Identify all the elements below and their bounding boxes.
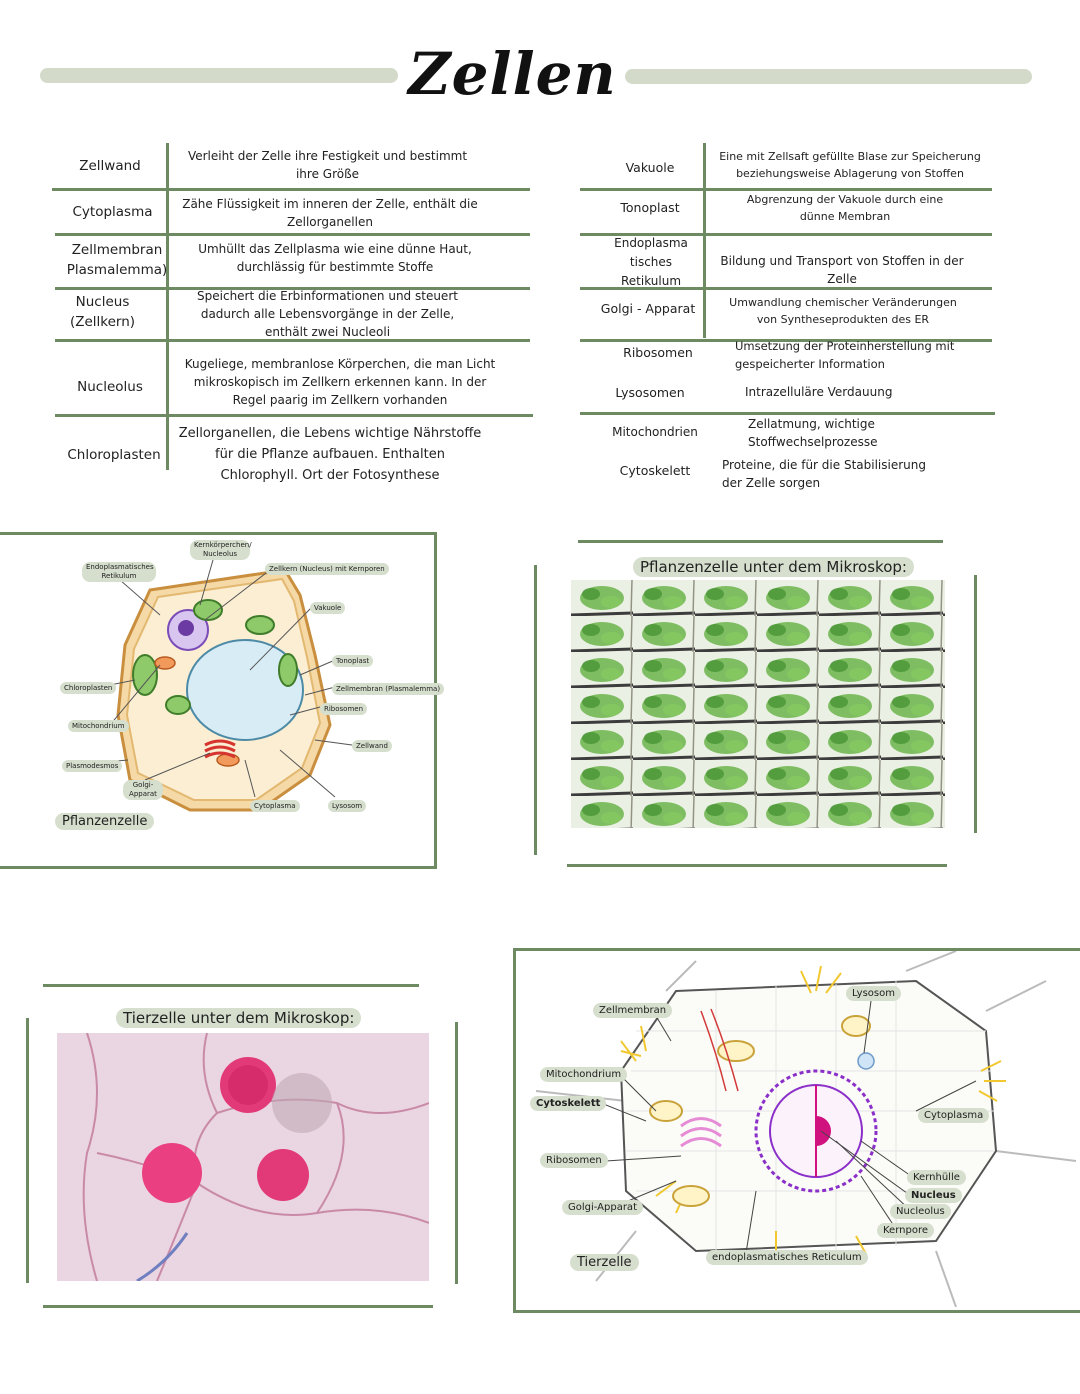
label-zellwand: Zellwand	[352, 740, 392, 752]
plant-cell-diagram	[94, 552, 353, 812]
def-cytoskelett: Proteine, die für die Stabilisierung der…	[722, 458, 926, 490]
left-table-rule	[52, 188, 530, 191]
page-title: Zellen	[408, 40, 617, 108]
def-nucleolus: Kugeliege, membranlose Körperchen, die m…	[184, 357, 496, 407]
def-chloroplasten: Zellorganellen, die Lebens wichtige Nähr…	[178, 426, 482, 483]
animal-micro-rule-top	[43, 984, 419, 987]
def-golgi: Umwandlung chemischer Veränderungen von …	[729, 296, 957, 326]
def-er: Bildung und Transport von Stoffen in der…	[720, 254, 964, 286]
term-cytoplasma: Cytoplasma	[72, 204, 153, 220]
label-zellkern: Zellkern (Nucleus) mit Kernporen	[265, 563, 389, 575]
right-table-divider	[703, 233, 706, 338]
label-zellmembran: Zellmembran (Plasmalemma)	[332, 683, 445, 695]
label-lysosom-animal: Lysosom	[846, 986, 901, 1001]
right-table-rule	[580, 188, 992, 191]
plant-micro-rule-left	[534, 565, 537, 855]
term-nucleolus: Nucleolus	[77, 379, 143, 395]
plant-micro-rule-right	[974, 575, 977, 833]
animal-micro-rule-right	[455, 1022, 458, 1284]
label-chloroplasten: Chloroplasten	[60, 682, 117, 694]
left-table-divider	[166, 143, 169, 470]
label-cytoplasma-animal: Cytoplasma	[918, 1108, 990, 1123]
label-cytoskelett-animal: Cytoskelett	[530, 1096, 607, 1111]
label-tonoplast: Tonoplast	[332, 655, 374, 667]
term-mitochondrien: Mitochondrien	[612, 425, 698, 439]
left-table-rule	[55, 233, 530, 236]
label-nucleolus-animal: Nucleolus	[890, 1204, 951, 1219]
left-table-rule	[55, 339, 530, 342]
label-mitochondrium-animal: Mitochondrium	[540, 1067, 628, 1082]
plant-micro-rule-bottom	[567, 864, 947, 867]
label-ribosomen-animal: Ribosomen	[540, 1153, 608, 1168]
right-table-rule	[580, 339, 992, 342]
animal-micro-image	[57, 1033, 429, 1281]
right-table-rule	[580, 412, 995, 415]
plant-micro-image	[571, 580, 945, 828]
term-vakuole: Vakuole	[625, 160, 675, 175]
term-lysosomen: Lysosomen	[615, 385, 685, 400]
term-ribosomen: Ribosomen	[623, 345, 693, 360]
term-tonoplast: Tonoplast	[620, 200, 680, 215]
label-mitochondrium: Mitochondrium	[68, 720, 129, 732]
animal-micro-title: Tierzelle unter dem Mikroskop:	[116, 1008, 362, 1028]
label-er-animal: endoplasmatisches Reticulum	[706, 1250, 868, 1265]
def-lysosomen: Intrazelluläre Verdauung	[745, 385, 893, 399]
right-table-rule	[580, 233, 992, 236]
label-er: Endoplasmatisches Retikulum	[82, 562, 156, 582]
term-nucleus: Nucleus (Zellkern)	[69, 294, 136, 330]
label-kernhuelle: Kernhülle	[907, 1170, 966, 1185]
header-bar-right	[625, 69, 1032, 84]
left-table-rule	[55, 414, 533, 417]
right-table-rule	[580, 287, 992, 290]
label-golgi-animal: Golgi-Apparat	[562, 1200, 643, 1215]
def-zellmembran: Umhüllt das Zellplasma wie eine dünne Ha…	[198, 242, 472, 274]
def-cytoplasma: Zähe Flüssigkeit im inneren der Zelle, e…	[182, 197, 478, 229]
term-chloroplasten: Chloroplasten	[67, 447, 161, 463]
def-nucleus: Speichert die Erbinformationen und steue…	[197, 289, 458, 339]
label-golgi: Golgi-Apparat	[123, 780, 163, 800]
def-vakuole: Eine mit Zellsaft gefüllte Blase zur Spe…	[719, 150, 981, 180]
label-cytoplasma: Cytoplasma	[250, 800, 300, 812]
def-mitochondrien: Zellatmung, wichtige Stoffwechselprozess…	[748, 417, 878, 449]
label-nucleus-animal: Nucleus	[905, 1188, 962, 1203]
label-kernpore: Kernpore	[877, 1223, 934, 1238]
term-er: Endoplasma tisches Retikulum	[614, 236, 688, 288]
label-ribosomen: Ribosomen	[320, 703, 368, 715]
label-vakuole: Vakuole	[310, 602, 346, 614]
plant-micro-title: Pflanzenzelle unter dem Mikroskop:	[633, 557, 914, 577]
animal-cell-diagram	[535, 951, 1077, 1307]
plant-cell-caption: Pflanzenzelle	[55, 813, 155, 830]
header-bar-left	[40, 68, 398, 83]
plant-micro-rule-top	[578, 540, 943, 543]
def-ribosomen: Umsetzung der Proteinherstellung mit ges…	[735, 339, 955, 371]
label-kernkoerperchen: Kernkörperchen/ Nucleolus	[190, 540, 252, 560]
term-cytoskelett: Cytoskelett	[619, 463, 691, 478]
animal-micro-rule-bottom	[43, 1305, 433, 1308]
animal-cell-caption: Tierzelle	[570, 1254, 639, 1271]
term-golgi: Golgi - Apparat	[600, 301, 696, 316]
term-zellmembran: Zellmembran Plasmalemma)	[66, 242, 168, 278]
label-plasmodesmos: Plasmodesmos	[62, 760, 123, 772]
label-lysosom: Lysosom	[328, 800, 367, 812]
term-zellwand: Zellwand	[79, 158, 141, 174]
left-table-rule	[55, 287, 530, 290]
def-zellwand: Verleiht der Zelle ihre Festigkeit und b…	[187, 149, 468, 181]
animal-micro-rule-left	[26, 1018, 29, 1283]
label-zellmembran-animal: Zellmembran	[593, 1003, 673, 1018]
def-tonoplast: Abgrenzung der Vakuole durch eine dünne …	[746, 193, 944, 223]
